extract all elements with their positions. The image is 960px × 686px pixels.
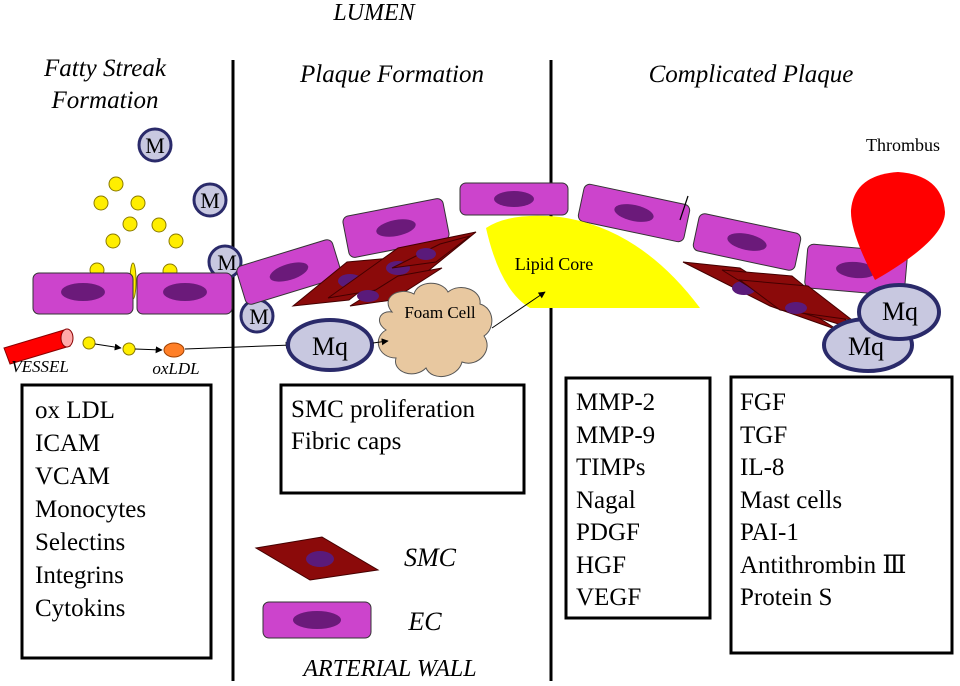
svg-text:M: M: [249, 304, 269, 329]
factor-item: ox LDL: [35, 397, 115, 424]
factor-item: PAI-1: [740, 519, 799, 546]
legend-smc-label: SMC: [404, 543, 457, 572]
svg-text:M: M: [200, 188, 220, 213]
endothelial-cell: [692, 213, 802, 271]
complicated-plaque-title: Complicated Plaque: [649, 61, 854, 88]
factor-item: TIMPs: [576, 454, 645, 481]
foam-cell-label: Foam Cell: [404, 303, 476, 322]
factor-item: TGF: [740, 422, 787, 449]
fatty-streak-title-line2: Formation: [51, 87, 159, 114]
factor-item: Nagal: [576, 487, 636, 514]
plaque-factors-box: SMC proliferation Fibric caps: [279, 383, 526, 495]
macrophage: Mq: [822, 317, 914, 373]
svg-text:Mq: Mq: [312, 332, 348, 361]
oxldl-particle: [163, 342, 185, 358]
factor-item: Antithrombin Ⅲ: [740, 552, 906, 579]
svg-text:Mq: Mq: [882, 297, 918, 326]
ldl-particle: [151, 217, 167, 233]
ldl-particle: [168, 233, 184, 249]
endothelial-cell: [136, 272, 233, 315]
factor-item: HGF: [576, 552, 626, 579]
ldl-particle: [93, 195, 109, 211]
lipid-core-label: Lipid Core: [515, 254, 594, 274]
svg-text:M: M: [145, 133, 165, 158]
monocyte: M: [239, 298, 275, 334]
pathway-arrow: [372, 338, 389, 346]
factor-item: Integrins: [35, 562, 124, 589]
macrophage: Mq: [286, 318, 374, 372]
factor-item: PDGF: [576, 519, 640, 546]
factor-item: Fibric caps: [291, 428, 401, 455]
thrombus: [850, 172, 945, 280]
factor-item: Mast cells: [740, 487, 842, 514]
pathway-arrow: [184, 341, 293, 350]
factor-item: Selectins: [35, 529, 125, 556]
factor-item: VCAM: [35, 463, 110, 490]
legend-ec: [262, 601, 372, 639]
lipid-core: [486, 215, 700, 308]
complicated-factors-box-1: MMP-2 MMP-9 TIMPs Nagal PDGF HGF VEGF: [564, 376, 712, 620]
factor-item: MMP-9: [576, 422, 655, 449]
complicated-factors-box-2: FGF TGF IL-8 Mast cells PAI-1 Antithromb…: [729, 375, 954, 655]
smc-cell: [349, 267, 443, 307]
plaque-formation-title: Plaque Formation: [299, 61, 484, 88]
factor-item: ICAM: [35, 430, 100, 457]
pathway-arrow: [94, 343, 122, 351]
macrophage: Mq: [857, 283, 941, 341]
factor-item: FGF: [740, 389, 786, 416]
vessel: [3, 328, 74, 365]
legend-ec-label: EC: [407, 607, 442, 636]
fatty-streak-factors-box: ox LDL ICAM VCAM Monocytes Selectins Int…: [20, 383, 213, 660]
factor-item: Protein S: [740, 584, 832, 611]
pathway-arrow: [491, 291, 546, 329]
svg-text:M: M: [217, 250, 237, 275]
ldl-particle: [105, 233, 121, 249]
vessel-label: VESSEL: [11, 357, 69, 376]
ldl-particle: [122, 216, 138, 232]
factor-item: Cytokins: [35, 595, 125, 622]
endothelial-cell: [459, 182, 569, 216]
oxldl-label: oxLDL: [152, 359, 199, 378]
factor-item: IL-8: [740, 454, 784, 481]
pathway-arrow: [134, 346, 163, 354]
monocyte: M: [137, 127, 173, 163]
arterial-wall-label: ARTERIAL WALL: [301, 656, 476, 681]
ldl-particle: [82, 336, 96, 350]
endothelial-cell: [577, 183, 691, 243]
factor-item: VEGF: [576, 584, 641, 611]
monocyte: M: [192, 182, 228, 218]
factor-item: Monocytes: [35, 496, 146, 523]
smc-cell: [391, 235, 471, 269]
factor-item: MMP-2: [576, 389, 655, 416]
thrombus-label: Thrombus: [866, 135, 940, 155]
ldl-particle: [122, 342, 136, 356]
factor-item: SMC proliferation: [291, 396, 476, 423]
ldl-particle: [108, 176, 124, 192]
endothelial-cell: [32, 272, 134, 315]
lumen-label: LUMEN: [332, 0, 416, 26]
foam-cell: [377, 282, 493, 377]
ldl-particle: [130, 195, 146, 211]
fissure-line: [679, 195, 689, 221]
fatty-streak-title-line1: Fatty Streak: [43, 55, 167, 82]
endothelial-cell: [236, 239, 342, 305]
legend-smc: [254, 536, 380, 581]
